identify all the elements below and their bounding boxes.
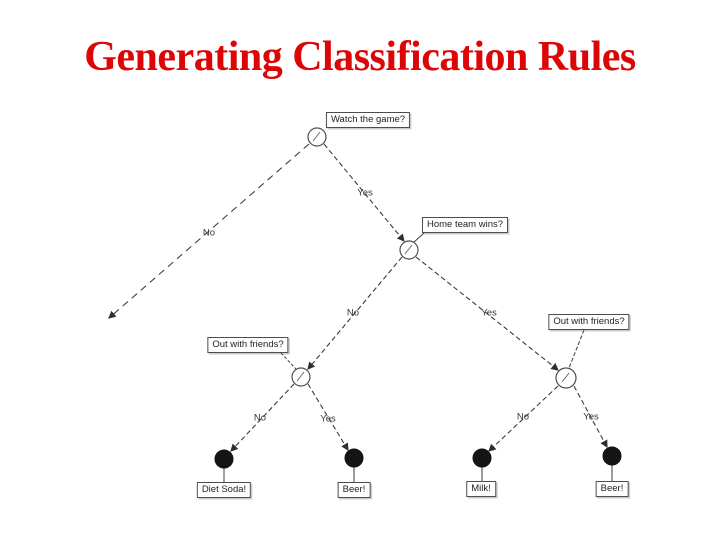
leaf-node-diet-soda — [214, 449, 234, 469]
decision-node-out-with-friends-right-tick — [561, 372, 570, 383]
decision-node-watch-game-tick — [312, 131, 321, 142]
slide-title: Generating Classification Rules — [84, 34, 636, 80]
edge-watch-no-line — [108, 143, 310, 319]
leaf-node-beer-right — [602, 446, 622, 466]
edge-friends-right-no-line — [488, 385, 559, 452]
leaf-node-beer-left — [344, 448, 364, 468]
edge-friends-left-no-line — [230, 383, 295, 452]
connector-friends-left-box-link — [280, 352, 297, 370]
decision-node-out-with-friends-right — [555, 367, 577, 389]
decision-node-home-team-wins — [399, 240, 419, 260]
edge-home-no-line — [307, 256, 403, 370]
edge-friends-right-yes-line — [573, 385, 608, 449]
decision-node-out-with-friends-left-tick — [296, 371, 305, 382]
decision-node-watch-game — [307, 127, 327, 147]
decision-node-home-team-wins-tick — [404, 244, 413, 255]
edge-friends-left-yes-line — [307, 383, 349, 451]
edge-watch-yes-line — [323, 143, 405, 242]
edge-home-yes-line — [415, 256, 559, 371]
leaf-node-milk — [472, 448, 492, 468]
decision-node-out-with-friends-left — [291, 367, 311, 387]
connector-friends-right-box-link — [568, 329, 585, 369]
connector-home-box-link — [412, 232, 425, 244]
